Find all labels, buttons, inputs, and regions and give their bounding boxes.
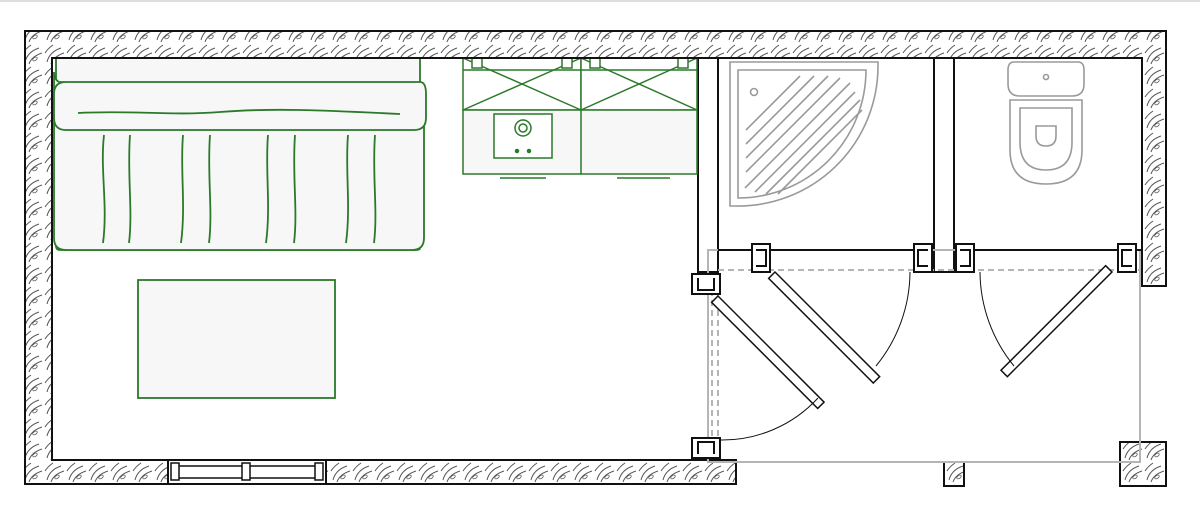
inner-wall-faces — [52, 57, 1142, 461]
door-jambs — [691, 243, 1137, 459]
divider-wall — [697, 57, 719, 273]
door-shower[interactable] — [767, 270, 911, 385]
rug-icon — [137, 279, 336, 399]
cabinet-icon — [462, 57, 582, 111]
partition-wall — [933, 57, 955, 273]
sofa-icon — [53, 57, 427, 251]
window-south — [167, 459, 327, 485]
porch-post-center — [943, 461, 965, 487]
door-entry[interactable] — [710, 294, 826, 441]
porch-post-right — [1119, 441, 1167, 487]
kitchen — [462, 57, 698, 179]
toilet-icon — [1007, 61, 1085, 185]
south-wall — [325, 459, 737, 485]
cabinet-icon — [580, 57, 698, 111]
shower-icon — [729, 61, 879, 207]
stove-icon — [493, 113, 553, 159]
door-toilet[interactable] — [979, 264, 1114, 378]
